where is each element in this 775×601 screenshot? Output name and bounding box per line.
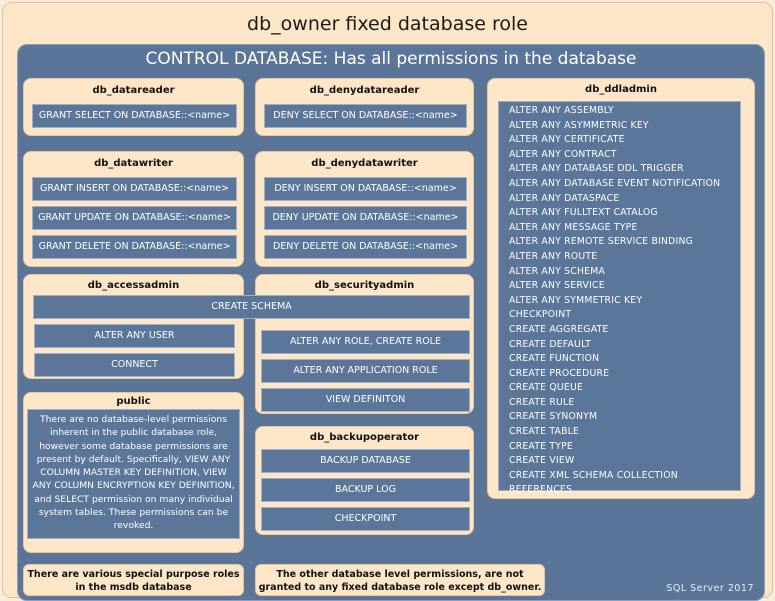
ddl-perm-item: CREATE TABLE [509,426,580,438]
ddl-perm-item: ALTER ANY SCHEMA [509,265,606,277]
db-denydatawriter-perm: DENY DELETE ON DATABASE::<name> [264,235,467,259]
ddl-perm-item: CREATE DEFAULT [509,338,592,350]
ddl-perm-item: ALTER ANY CERTIFICATE [509,134,625,146]
ddl-perm-item: CREATE SYNONYM [509,411,598,423]
db-denydatawriter-box: db_denydatawriter DENY INSERT ON DATABAS… [255,151,474,267]
ddl-perm-item: ALTER ANY FULLTEXT CATALOG [509,207,658,219]
db-datawriter-perm: GRANT UPDATE ON DATABASE::<name> [32,206,237,230]
db-denydatareader-title: db_denydatareader [309,85,420,96]
db-securityadmin-perm: ALTER ANY ROLE, CREATE ROLE [261,330,470,354]
db-denydatareader-perm: DENY SELECT ON DATABASE::<name> [264,104,467,128]
db-denydatareader-box: db_denydatareader DENY SELECT ON DATABAS… [255,78,474,136]
db-backupoperator-title: db_backupoperator [309,432,420,443]
db-backupoperator-perm: BACKUP LOG [261,478,470,502]
db-ddladmin-title: db_ddladmin [585,84,657,95]
msdb-roles-note: There are various special purpose roles … [23,564,244,596]
db-datawriter-box: db_datawriter GRANT INSERT ON DATABASE::… [23,151,244,267]
ddl-perm-item: ALTER ANY DATASPACE [509,192,620,204]
control-database-title: CONTROL DATABASE: Has all permissions in… [145,49,637,69]
public-role-description: There are no database-level permissions … [27,409,240,539]
ddl-perm-item: CREATE TYPE [509,440,574,452]
db-backupoperator-perm: CHECKPOINT [261,507,470,531]
diagram-title: db_owner fixed database role [247,13,528,35]
ddl-perm-item: ALTER ANY ROUTE [509,250,598,262]
sql-server-version-label: SQL Server 2017 [666,583,754,594]
other-permissions-note: The other database level permissions, ar… [255,564,545,596]
db-denydatawriter-perm: DENY UPDATE ON DATABASE::<name> [264,206,467,230]
ddl-perm-item: ALTER ANY DATABASE DDL TRIGGER [509,163,684,175]
ddl-perm-item: CREATE AGGREGATE [509,323,609,335]
public-role-box: public There are no database-level permi… [23,392,244,553]
ddl-perm-item: ALTER ANY MESSAGE TYPE [509,221,638,233]
ddl-perm-item: CREATE VIEW [509,455,575,467]
db-accessadmin-perm: ALTER ANY USER [34,324,235,348]
ddl-perm-item: CREATE RULE [509,396,575,408]
ddl-perm-item: ALTER ANY ASYMMETRIC KEY [509,119,649,131]
db-securityadmin-perm: VIEW DEFINITON [261,388,470,412]
db-accessadmin-title: db_accessadmin [87,280,180,291]
db-securityadmin-perm: ALTER ANY APPLICATION ROLE [261,359,470,383]
db-datawriter-perm: GRANT INSERT ON DATABASE::<name> [32,177,237,201]
db-datareader-perm: GRANT SELECT ON DATABASE::<name> [32,104,237,128]
db-ddladmin-box: db_ddladmin ALTER ANY ASSEMBLY ALTER ANY… [487,78,755,499]
db-datareader-box: db_datareader GRANT SELECT ON DATABASE::… [23,78,244,136]
ddl-perm-item: ALTER ANY DATABASE EVENT NOTIFICATION [509,177,721,189]
public-role-title: public [116,396,151,407]
ddl-perm-item: REFERENCES [509,484,573,496]
ddl-perm-item: CHECKPOINT [509,309,572,321]
ddl-perm-item: ALTER ANY REMOTE SERVICE BINDING [509,236,694,248]
control-database-box: CONTROL DATABASE: Has all permissions in… [17,44,765,601]
db-denydatawriter-perm: DENY INSERT ON DATABASE::<name> [264,177,467,201]
db-datawriter-title: db_datawriter [94,158,173,169]
db-backupoperator-box: db_backupoperator BACKUP DATABASE BACKUP… [255,426,474,535]
db-ddladmin-perm-list: ALTER ANY ASSEMBLY ALTER ANY ASYMMETRIC … [498,101,741,495]
create-schema-shared-perm: CREATE SCHEMA [33,295,470,319]
db-denydatawriter-title: db_denydatawriter [311,158,418,169]
db-datareader-title: db_datareader [92,85,175,96]
ddl-perm-item: ALTER ANY ASSEMBLY [509,105,614,116]
ddl-perm-item: ALTER ANY SERVICE [509,280,605,292]
ddl-perm-item: CREATE XML SCHEMA COLLECTION [509,469,678,481]
db-securityadmin-title: db_securityadmin [314,280,415,291]
ddl-perm-item: CREATE PROCEDURE [509,367,610,379]
ddl-perm-item: ALTER ANY SYMMETRIC KEY [509,294,643,306]
db-datawriter-perm: GRANT DELETE ON DATABASE::<name> [32,235,237,259]
ddl-perm-item: CREATE QUEUE [509,382,584,394]
ddl-perm-item: CREATE FUNCTION [509,353,600,365]
ddl-perm-item: ALTER ANY CONTRACT [509,148,617,160]
db-accessadmin-box: db_accessadmin ALTER ANY USER CONNECT [23,274,244,379]
db-accessadmin-perm: CONNECT [34,353,235,377]
db-backupoperator-perm: BACKUP DATABASE [261,449,470,473]
